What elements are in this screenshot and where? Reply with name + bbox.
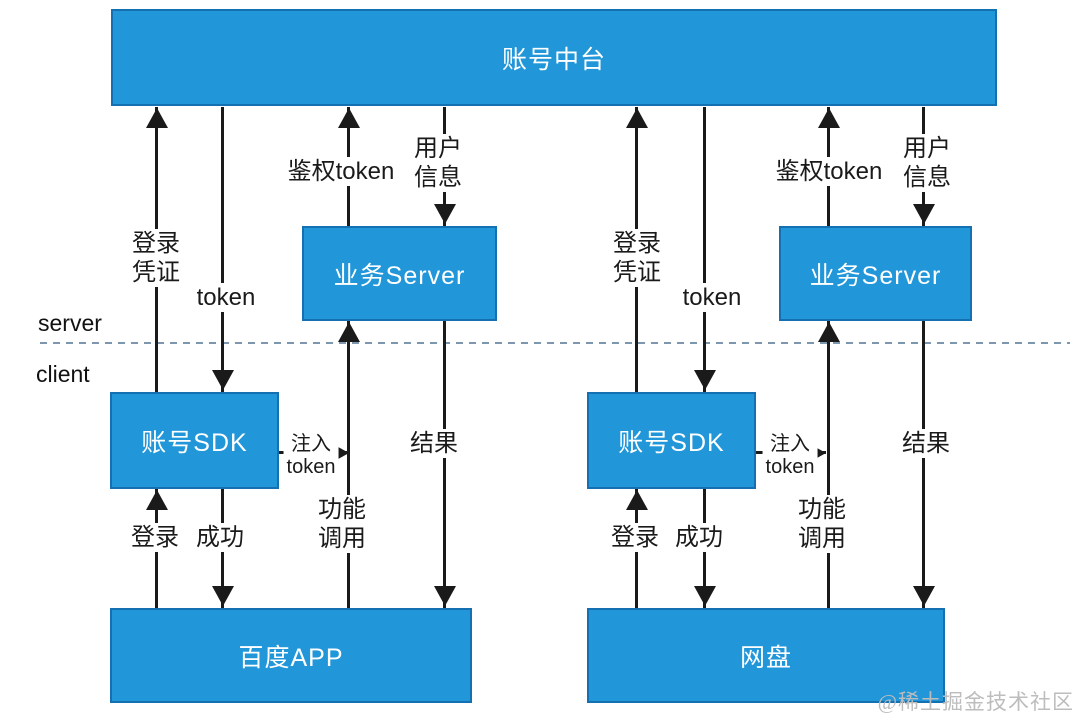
biz-server-label-left: 业务Server (333, 261, 466, 290)
app-label-left: 百度APP (238, 643, 344, 672)
inject-token-label-left: 注入 token (283, 433, 339, 479)
arrowhead-up-auth-token-right (818, 108, 840, 128)
success-label-left: 成功 (193, 523, 247, 552)
app-box-left: 百度APP (110, 608, 472, 703)
biz-server-box-left: 业务Server (302, 226, 497, 321)
login-label-right: 登录 (608, 523, 662, 552)
login-credential-label-right: 登录 凭证 (610, 229, 664, 287)
sdk-box-left: 账号SDK (110, 392, 279, 489)
arrowhead-up-auth-token-left (338, 108, 360, 128)
inject-token-label-right: 注入 token (762, 433, 818, 479)
user-info-label-left: 用户 信息 (411, 134, 465, 192)
token-label-right: token (679, 283, 745, 312)
arrowhead-up-function-call-right (818, 322, 840, 342)
biz-server-label-right: 业务Server (809, 261, 942, 290)
server-client-divider (40, 342, 1070, 344)
result-label-left: 结果 (407, 429, 461, 458)
app-box-right: 网盘 (587, 608, 945, 703)
login-credential-label-left: 登录 凭证 (129, 229, 183, 287)
arrowhead-down-result-left (434, 586, 456, 606)
arrowhead-down-success-left (212, 586, 234, 606)
watermark: @稀土掘金技术社区 (877, 690, 1074, 714)
user-info-label-right: 用户 信息 (900, 134, 954, 192)
function-call-label-left: 功能 调用 (315, 495, 369, 553)
success-label-right: 成功 (672, 523, 726, 552)
arrowhead-down-success-right (694, 586, 716, 606)
sdk-label-left: 账号SDK (141, 428, 248, 457)
auth-token-label-left: 鉴权token (284, 157, 398, 186)
arrowhead-down-user-info-left (434, 204, 456, 224)
arrowhead-up-login-left (146, 490, 168, 510)
function-call-line-right (827, 321, 830, 608)
sdk-label-right: 账号SDK (618, 428, 725, 457)
platform-label: 账号中台 (501, 45, 606, 74)
arrowhead-down-token-left (212, 370, 234, 390)
arrowhead-down-token-right (694, 370, 716, 390)
function-call-label-right: 功能 调用 (795, 495, 849, 553)
arrowhead-down-result-right (913, 586, 935, 606)
platform-box: 账号中台 (111, 9, 997, 106)
token-line-left (221, 107, 224, 392)
result-line-right (922, 321, 925, 608)
client-zone-label: client (36, 361, 90, 387)
sdk-box-right: 账号SDK (587, 392, 756, 489)
arrowhead-up-login-credential-left (146, 108, 168, 128)
biz-server-box-right: 业务Server (779, 226, 972, 321)
token-line-right (703, 107, 706, 392)
function-call-line-left (347, 321, 350, 608)
token-label-left: token (193, 283, 259, 312)
result-line-left (443, 321, 446, 608)
server-zone-label: server (38, 310, 102, 336)
arrowhead-up-login-credential-right (626, 108, 648, 128)
auth-token-label-right: 鉴权token (772, 157, 886, 186)
arrowhead-down-user-info-right (913, 204, 935, 224)
login-label-left: 登录 (128, 523, 182, 552)
arrowhead-up-login-right (626, 490, 648, 510)
arrowhead-up-function-call-left (338, 322, 360, 342)
result-label-right: 结果 (899, 429, 953, 458)
app-label-right: 网盘 (739, 643, 792, 672)
